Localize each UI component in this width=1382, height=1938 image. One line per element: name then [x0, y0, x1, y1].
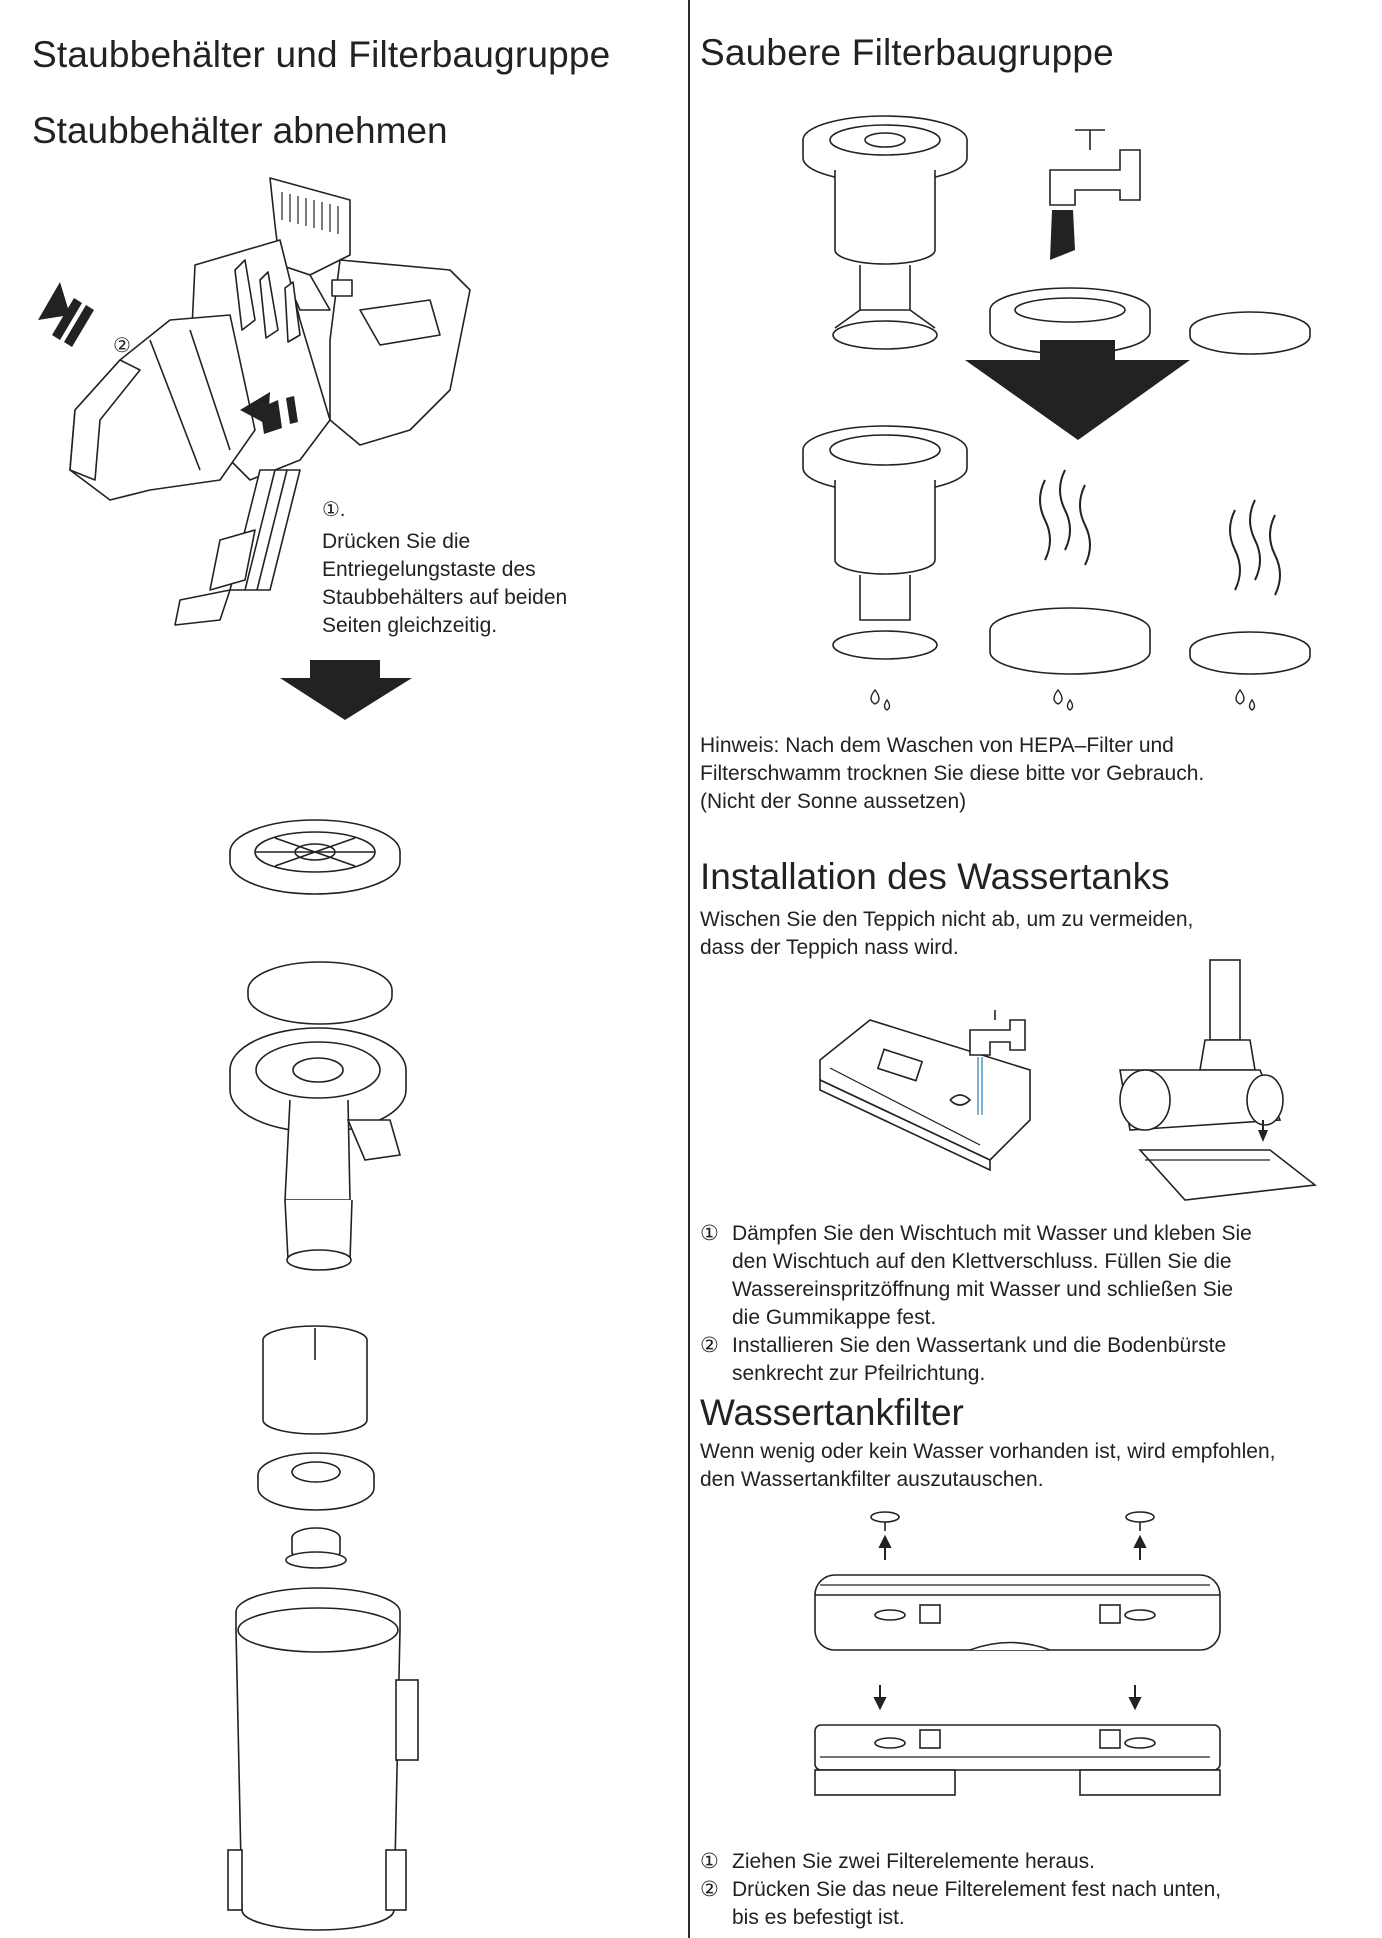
- callout-step1-number: ①.: [322, 499, 346, 521]
- subsection-title-remove-dustbin: Staubbehälter abnehmen: [32, 110, 448, 151]
- step-line: Drücken Sie das neue Filterelement fest …: [732, 1878, 1222, 1901]
- water-tank-intro: Wischen Sie den Teppich nicht ab, um zu …: [700, 906, 1193, 962]
- step-line: Wassereinspritzöffnung mit Wasser und sc…: [732, 1278, 1234, 1301]
- filter-step-1: ① Ziehen Sie zwei Filterelemente heraus.: [700, 1848, 1221, 1876]
- step-number: ②: [700, 1334, 719, 1357]
- right-column: Saubere Filterbaugruppe: [690, 0, 1382, 1938]
- callout-step1-line: Staubbehälters auf beiden: [322, 586, 568, 609]
- section-title-clean-filter: Saubere Filterbaugruppe: [700, 32, 1114, 73]
- intro-line: Wenn wenig oder kein Wasser vorhanden is…: [700, 1440, 1276, 1463]
- intro-line: den Wassertankfilter auszutauschen.: [700, 1468, 1044, 1491]
- step-number: ①: [700, 1850, 719, 1873]
- column-divider: [688, 0, 690, 1938]
- water-tank-illustration: [819, 959, 1318, 1201]
- section-title-dustbin: Staubbehälter und Filterbaugruppe: [32, 34, 611, 75]
- clean-filter-illustration: [802, 115, 1311, 711]
- callout-step1-line: Entriegelungstaste des: [322, 558, 536, 581]
- callout-step1-line: Seiten gleichzeitig.: [322, 614, 498, 637]
- down-arrow-icon: [280, 660, 412, 720]
- step-line: die Gummikappe fest.: [732, 1306, 937, 1329]
- intro-line: Wischen Sie den Teppich nicht ab, um zu …: [700, 908, 1194, 931]
- water-step-2: ② Installieren Sie den Wassertank und di…: [700, 1332, 1252, 1388]
- step-line: bis es befestigt ist.: [732, 1906, 905, 1929]
- section-title-water-tank: Installation des Wassertanks: [700, 856, 1170, 897]
- handheld-vacuum-illustration: [38, 177, 471, 626]
- step-number: ②: [700, 1878, 719, 1901]
- section-title-tank-filter: Wassertankfilter: [700, 1392, 964, 1433]
- left-column: Staubbehälter und Filterbaugruppe Staubb…: [0, 0, 688, 1938]
- clean-filter-note: Hinweis: Nach dem Waschen von HEPA–Filte…: [700, 732, 1204, 816]
- step-number: ①: [700, 1222, 719, 1245]
- tank-filter-illustration: [814, 1511, 1221, 1796]
- water-tank-steps: ① Dämpfen Sie den Wischtuch mit Wasser u…: [700, 1220, 1252, 1388]
- tank-filter-intro: Wenn wenig oder kein Wasser vorhanden is…: [700, 1438, 1275, 1494]
- note-line: (Nicht der Sonne aussetzen): [700, 790, 967, 813]
- filter-step-2: ② Drücken Sie das neue Filterelement fes…: [700, 1876, 1221, 1932]
- note-line: Filterschwamm trocknen Sie diese bitte v…: [700, 762, 1205, 785]
- callout-step2: ②: [113, 335, 131, 357]
- water-step-1: ① Dämpfen Sie den Wischtuch mit Wasser u…: [700, 1220, 1252, 1332]
- step-line: Dämpfen Sie den Wischtuch mit Wasser und…: [732, 1222, 1252, 1245]
- step-line: Ziehen Sie zwei Filterelemente heraus.: [732, 1850, 1096, 1873]
- callout-step1-text: Drücken Sie die Entriegelungstaste des S…: [322, 528, 567, 640]
- tank-filter-steps: ① Ziehen Sie zwei Filterelemente heraus.…: [700, 1848, 1221, 1932]
- intro-line: dass der Teppich nass wird.: [700, 936, 959, 959]
- note-line: Hinweis: Nach dem Waschen von HEPA–Filte…: [700, 734, 1174, 757]
- step-line: Installieren Sie den Wassertank und die …: [732, 1334, 1227, 1357]
- exploded-filter-assembly: [227, 819, 419, 1931]
- step-line: den Wischtuch auf den Klettverschluss. F…: [732, 1250, 1232, 1273]
- callout-step1-line: Drücken Sie die: [322, 530, 471, 553]
- step-line: senkrecht zur Pfeilrichtung.: [732, 1362, 986, 1385]
